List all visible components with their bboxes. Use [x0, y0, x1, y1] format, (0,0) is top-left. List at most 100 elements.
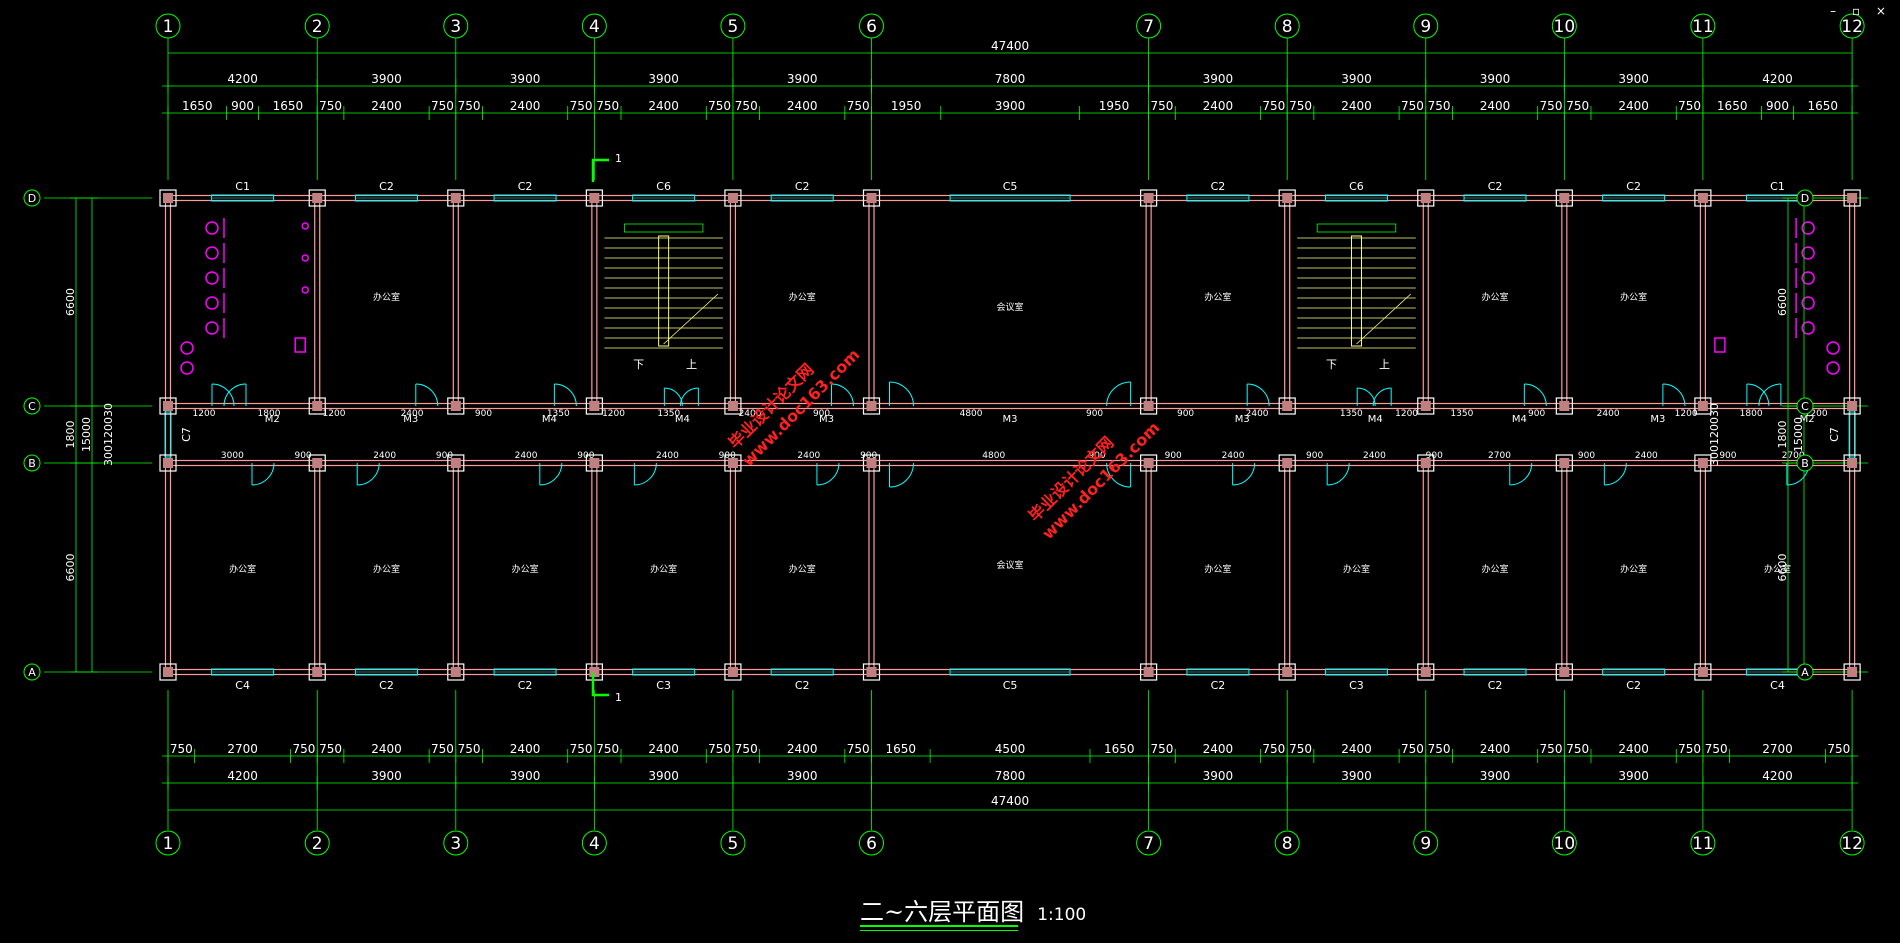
wall-segment	[591, 462, 598, 673]
door-label-upper: M3	[1650, 414, 1665, 425]
axis-label: 5	[728, 17, 739, 37]
column	[1843, 663, 1861, 681]
column-fill	[727, 667, 738, 677]
corridor-dim-lower: 2400	[515, 451, 538, 461]
room-label-meeting: 会议室	[997, 559, 1024, 571]
door-swing	[1746, 383, 1770, 407]
column	[308, 663, 326, 681]
column-fill	[1697, 193, 1708, 203]
column-fill	[866, 401, 877, 411]
door-swing	[634, 462, 657, 486]
dim-axis-bottom: 3900	[787, 769, 818, 783]
column-fill	[589, 667, 600, 677]
axis-bubble	[1839, 830, 1865, 856]
column-fill	[1847, 458, 1858, 468]
dim-detail-bottom: 750	[1150, 742, 1173, 756]
dim-axis-top: 3900	[1203, 72, 1234, 86]
column-fill	[1697, 458, 1708, 468]
dim-axis-bottom: 4200	[1762, 769, 1793, 783]
corridor-dim-lower: 900	[1719, 451, 1736, 461]
drawing-title-block: 二~六层平面图 1:100	[860, 892, 1086, 931]
door-label-upper: M3	[403, 414, 418, 425]
column	[724, 189, 742, 207]
column	[1555, 454, 1573, 472]
dim-detail-bottom: 2400	[1480, 742, 1511, 756]
door-label-upper: M2	[1800, 414, 1815, 425]
corridor-dim-upper: 1350	[1340, 409, 1363, 419]
column-fill	[866, 667, 877, 677]
column-fill	[450, 458, 461, 468]
corridor-dim-lower: 900	[1088, 451, 1105, 461]
door-label-upper: M2	[265, 414, 280, 425]
dim-detail-bottom: 750	[708, 742, 731, 756]
window-label-top: C2	[1488, 180, 1503, 193]
dim-detail-bottom: 750	[292, 742, 315, 756]
dim-vertical-label: 6600	[1776, 288, 1789, 316]
dim-axis-bottom: 4200	[227, 769, 258, 783]
dim-detail-bottom: 2400	[1618, 742, 1649, 756]
dim-detail-bottom: 1650	[1104, 742, 1135, 756]
axis-label: 4	[589, 834, 600, 854]
dim-detail-bottom: 750	[1827, 742, 1850, 756]
window-label-top: C2	[795, 180, 810, 193]
door-swing	[1357, 387, 1376, 407]
title-underline	[860, 925, 1018, 927]
door-swing	[1232, 462, 1256, 486]
window-controls[interactable]: – ▫ ×	[1830, 4, 1892, 18]
axis-bubble	[304, 13, 330, 39]
dim-axis-top: 7800	[995, 72, 1026, 86]
door-swing	[1372, 387, 1392, 407]
room-label-office: 办公室	[512, 563, 539, 575]
axis-bubble	[1413, 13, 1439, 39]
room-label-office: 办公室	[1482, 563, 1509, 575]
dim-detail-top: 2400	[371, 99, 402, 113]
dim-detail-bottom: 2700	[227, 742, 258, 756]
dim-detail-bottom: 750	[431, 742, 454, 756]
column-fill	[589, 458, 600, 468]
dim-side-small: 300120030	[102, 403, 115, 466]
dim-detail-bottom: 2400	[1203, 742, 1234, 756]
corridor-dim-upper: 1200	[1395, 409, 1418, 419]
corridor-dim-upper: 1200	[1675, 409, 1698, 419]
fixture-small	[301, 286, 309, 294]
wall-segment	[1561, 462, 1568, 673]
dim-vertical-label: 6600	[64, 554, 77, 582]
column	[1140, 189, 1158, 207]
door-label-upper: M4	[1512, 414, 1527, 425]
column-fill	[450, 401, 461, 411]
column-fill	[1420, 458, 1431, 468]
door-swing	[664, 387, 683, 407]
dim-detail-top: 1650	[1717, 99, 1748, 113]
column-fill	[866, 193, 877, 203]
axis-label: 8	[1282, 834, 1293, 854]
dim-axis-bottom: 3900	[371, 769, 402, 783]
dim-detail-bottom: 750	[1289, 742, 1312, 756]
stair-up-label: 上	[686, 358, 697, 371]
column	[1555, 189, 1573, 207]
column	[862, 663, 881, 681]
column-fill	[1559, 458, 1570, 468]
watermark: 毕业设计论文网www.doc163.com毕业设计论文网www.doc163.c…	[725, 345, 1164, 543]
axis-bubble	[23, 397, 41, 415]
room-label-office: 办公室	[789, 563, 816, 575]
dim-detail-top: 750	[1150, 99, 1173, 113]
column	[447, 397, 465, 415]
column	[308, 397, 326, 415]
side-window	[164, 411, 172, 458]
corridor-dim-upper: 4800	[960, 409, 983, 419]
column	[1843, 454, 1861, 472]
dim-detail-bottom: 750	[570, 742, 593, 756]
axis-bubble	[1136, 830, 1162, 856]
corridor-dim-lower: 2400	[1363, 451, 1386, 461]
room-label-office: 办公室	[650, 563, 677, 575]
column-fill	[312, 667, 323, 677]
column-fill	[1847, 193, 1858, 203]
dim-axis-top: 3900	[510, 72, 541, 86]
column	[1843, 189, 1861, 207]
toilet-fixture	[205, 296, 219, 310]
toilet-fixtures	[180, 218, 1840, 375]
dim-detail-top: 750	[1540, 99, 1563, 113]
axis-label: 9	[1420, 834, 1431, 854]
corridor-dim-lower: 900	[719, 451, 736, 461]
